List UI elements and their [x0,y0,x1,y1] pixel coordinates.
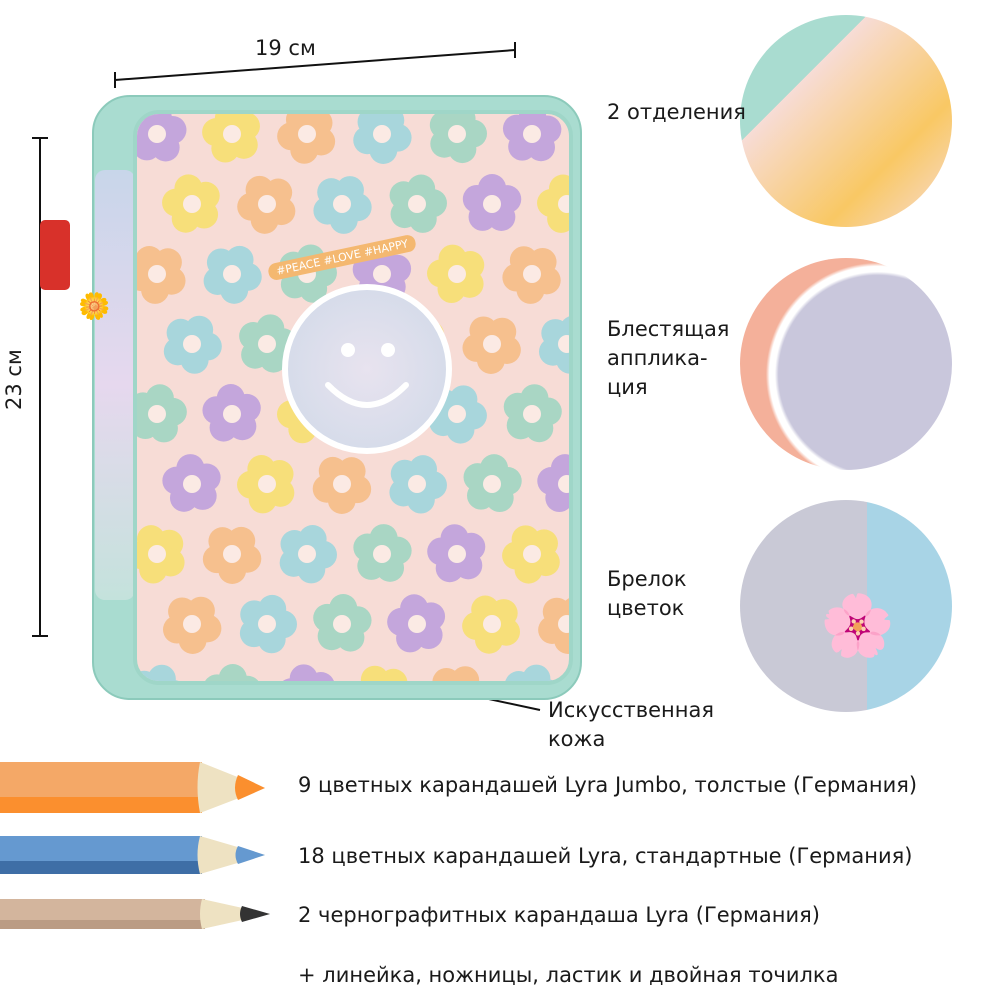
flower-icon [463,454,522,513]
flower-icon [137,525,185,584]
case-glitter-side [95,170,135,600]
flower-icon [389,174,447,233]
flower-icon [502,114,562,162]
flower-icon [203,245,262,304]
flower-icon [429,385,487,444]
flower-icon [277,114,336,164]
contents-extras: + линейка, ножницы, ластик и двойная точ… [298,963,839,987]
pencil-graphite-icon [0,899,270,929]
flower-icon [427,524,486,583]
flower-icon [502,525,560,584]
flower-icon [312,456,372,514]
pencils [0,762,270,929]
height-label: 23 см [2,349,26,410]
flower-icon [202,526,262,584]
flower-icon [137,384,187,443]
flower-icon [537,174,569,233]
flower-icon [282,664,334,681]
flower-icon [538,597,569,654]
flower-icon [279,525,337,584]
flower-icon [239,314,297,373]
flower-icon [387,594,446,653]
flower-icon [537,454,569,513]
flower-icon [505,664,555,681]
flower-icon [427,244,485,304]
flower-icon [202,384,261,442]
flower-icon [353,114,412,164]
feature-label-compartments: 2 отделения [607,100,746,124]
flower-icon [360,665,408,681]
width-label: 19 см [255,36,316,60]
pencil-standard-icon [0,836,265,874]
flower-icon [202,114,260,163]
flower-icon [162,596,222,654]
flower-charm-closeup-image: 🌸 [740,500,952,712]
smiley-icon [325,343,409,408]
flower-icon [237,175,296,234]
flower-icon [502,246,561,304]
flower-icon [503,384,562,443]
flower-icon [163,315,222,374]
glitter-smiley-closeup-image [740,258,952,470]
flower-icon [137,664,179,681]
zipper-closeup-image [740,15,952,227]
flower-charm-icon: 🌸 [820,591,895,661]
flower-icon [237,455,295,514]
flower-charm-icon: 🌼 [78,292,111,322]
flower-icon [313,176,372,234]
flower-icon [137,246,186,304]
case-front-flower-print: #PEACE #LOVE #HAPPY [133,110,573,685]
flower-icon [538,316,569,374]
contents-item: 2 чернографитных карандаша Lyra (Германи… [298,903,820,927]
flower-icon [462,174,522,231]
flower-icon [162,174,220,233]
contents-item: 9 цветных карандашей Lyra Jumbo, толстые… [298,773,918,797]
flower-icon [432,666,480,681]
flower-icon [389,455,447,514]
flower-icon [137,114,187,162]
flower-icon [353,524,412,582]
contents-item: 18 цветных карандашей Lyra, стандартные … [298,844,913,868]
flower-icon [205,664,259,681]
flower-icon [162,454,221,512]
flower-icon [462,595,521,654]
flower-icon [313,594,372,652]
pencil-jumbo-icon [0,762,265,813]
flower-icon [462,316,521,374]
flower-icon [239,594,297,654]
flower-icon [429,114,487,164]
zipper-pull [40,220,70,290]
glitter-smiley-patch [282,284,452,454]
